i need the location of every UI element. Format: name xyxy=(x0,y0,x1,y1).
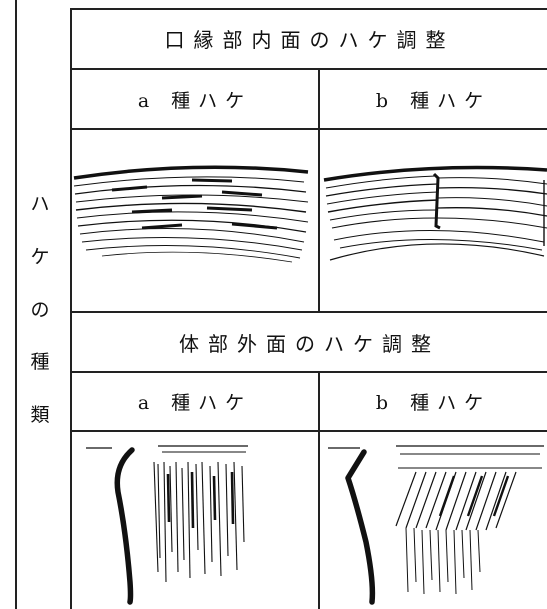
rim-b-brush-marks-drawing xyxy=(323,165,547,261)
rim-col-a-label: a 種ハケ xyxy=(137,89,253,112)
rim-a-brush-marks-drawing xyxy=(73,165,309,263)
rim-title-top-rule xyxy=(70,8,547,10)
row-header-char: ハ xyxy=(30,193,50,215)
body-b-brush-marks-drawing xyxy=(328,445,544,605)
row-header-vertical: ハ ケ の 種 類 xyxy=(20,195,60,425)
row-header-char: 類 xyxy=(30,404,50,426)
body-section-title: 体部外面のハケ調整 xyxy=(179,331,440,356)
rim-subheader-bottom-rule xyxy=(70,128,547,130)
body-title-top-rule xyxy=(70,311,547,313)
row-header-char: ケ xyxy=(30,245,50,268)
body-title-bottom-rule xyxy=(70,371,547,373)
row-header-char: の xyxy=(30,298,50,321)
body-col-a-label: a 種ハケ xyxy=(137,392,253,414)
rim-column-divider xyxy=(318,68,320,312)
row-header-char: 種 xyxy=(30,351,50,374)
body-column-divider xyxy=(318,371,320,609)
rim-col-b-label: b 種ハケ xyxy=(375,89,492,112)
outer-left-border xyxy=(15,0,17,609)
body-subheader-bottom-rule xyxy=(70,430,547,432)
rim-title-bottom-rule xyxy=(70,68,547,70)
body-col-b-label: b 種ハケ xyxy=(375,392,492,414)
body-a-brush-marks-drawing xyxy=(86,445,248,605)
column-divider-header xyxy=(70,8,72,609)
rim-section-title: 口縁部内面のハケ調整 xyxy=(164,28,455,52)
